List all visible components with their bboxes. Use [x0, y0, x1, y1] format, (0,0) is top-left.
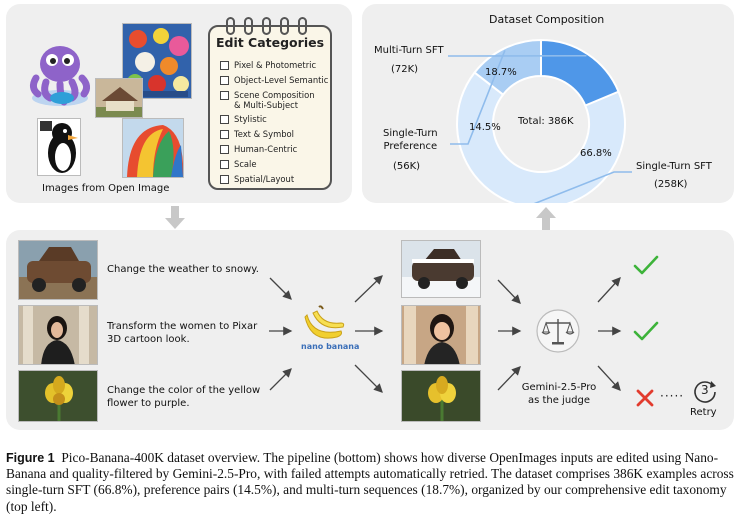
binder-ring [262, 17, 271, 35]
category-item: Scale [220, 159, 257, 170]
binder-ring [280, 17, 289, 35]
check-icon [633, 321, 659, 341]
center-total-label: Total: 386K [518, 116, 574, 127]
binder-ring [226, 17, 235, 35]
arrow-icon [497, 279, 521, 304]
figure-caption-text: Pico-Banana-400K dataset overview. The p… [6, 450, 734, 514]
hot-air-balloon-image [122, 118, 184, 178]
checkbox-icon [220, 61, 229, 70]
arrow-icon [354, 364, 383, 393]
up-arrow-icon [536, 207, 556, 230]
category-item: Spatial/Layout [220, 174, 294, 185]
nano-banana-label: nano banana [301, 342, 360, 351]
house-photo-image [95, 78, 143, 118]
checkbox-icon [220, 175, 229, 184]
edit-categories-card: Edit Categories Pixel & Photometric Obje… [208, 17, 332, 190]
scale-icon [536, 309, 580, 353]
category-item: Scene Composition& Multi-Subject [220, 90, 315, 110]
banana-icon [304, 305, 345, 339]
checkbox-icon [220, 76, 229, 85]
octopus-toy-image [22, 38, 98, 110]
cross-icon [636, 389, 654, 407]
category-item: Text & Symbol [220, 129, 294, 140]
slice-percent-sft: 66.8% [580, 148, 612, 159]
category-item: Object-Level Semantic [220, 75, 328, 86]
slice-percent-multi: 18.7% [485, 67, 517, 78]
slice-percent-preference: 14.5% [469, 122, 501, 133]
retry-dots: ····· [660, 389, 685, 403]
down-arrow-icon [165, 206, 185, 229]
checkbox-icon [220, 130, 229, 139]
donut-chart [448, 38, 632, 203]
output-snowy-car-image [401, 240, 481, 298]
slice-single-turn-sft [456, 71, 626, 203]
retry-count: 3 [701, 383, 709, 397]
chart-title: Dataset Composition [489, 13, 605, 26]
arrow-icon [354, 275, 383, 303]
edit-prompt: Change the weather to snowy. [107, 264, 259, 275]
legend-multi-turn-count: (72K) [391, 64, 419, 75]
checkbox-icon [220, 115, 229, 124]
input-car-image [18, 240, 98, 300]
arrow-icon [597, 277, 621, 303]
category-item: Human-Centric [220, 144, 297, 155]
legend-sft-count: (258K) [654, 179, 688, 190]
penguin-drawing-image [37, 118, 81, 176]
arrow-icon [497, 366, 521, 391]
retry-icon [694, 381, 716, 403]
edit-categories-title: Edit Categories [215, 35, 325, 50]
arrow-icon [269, 277, 292, 300]
input-woman-image [18, 305, 98, 365]
category-item: Stylistic [220, 114, 267, 125]
binder-ring [298, 17, 307, 35]
check-icon [633, 255, 659, 275]
arrow-icon [597, 365, 621, 391]
checkbox-icon [220, 91, 229, 100]
arrow-icon [269, 368, 292, 391]
legend-preference-count: (56K) [393, 161, 421, 172]
leader-line [450, 50, 506, 145]
figure-caption: Figure 1 Pico-Banana-400K dataset overvi… [6, 450, 734, 515]
checkbox-icon [220, 145, 229, 154]
output-cartoon-woman-image [401, 305, 481, 365]
figure-label: Figure 1 [6, 451, 55, 465]
images-caption: Images from Open Image [42, 183, 170, 194]
leader-line [533, 171, 632, 203]
legend-multi-turn-name: Multi-Turn SFT [374, 45, 444, 56]
checkbox-icon [220, 160, 229, 169]
category-item: Pixel & Photometric [220, 60, 316, 71]
legend-sft-name: Single-Turn SFT [636, 161, 712, 172]
retry-label: Retry [690, 407, 717, 418]
binder-ring [244, 17, 253, 35]
input-flower-image [18, 370, 98, 422]
pipeline-arrows [269, 275, 622, 393]
dataset-composition-panel [362, 4, 734, 203]
output-flower-image [401, 370, 481, 422]
